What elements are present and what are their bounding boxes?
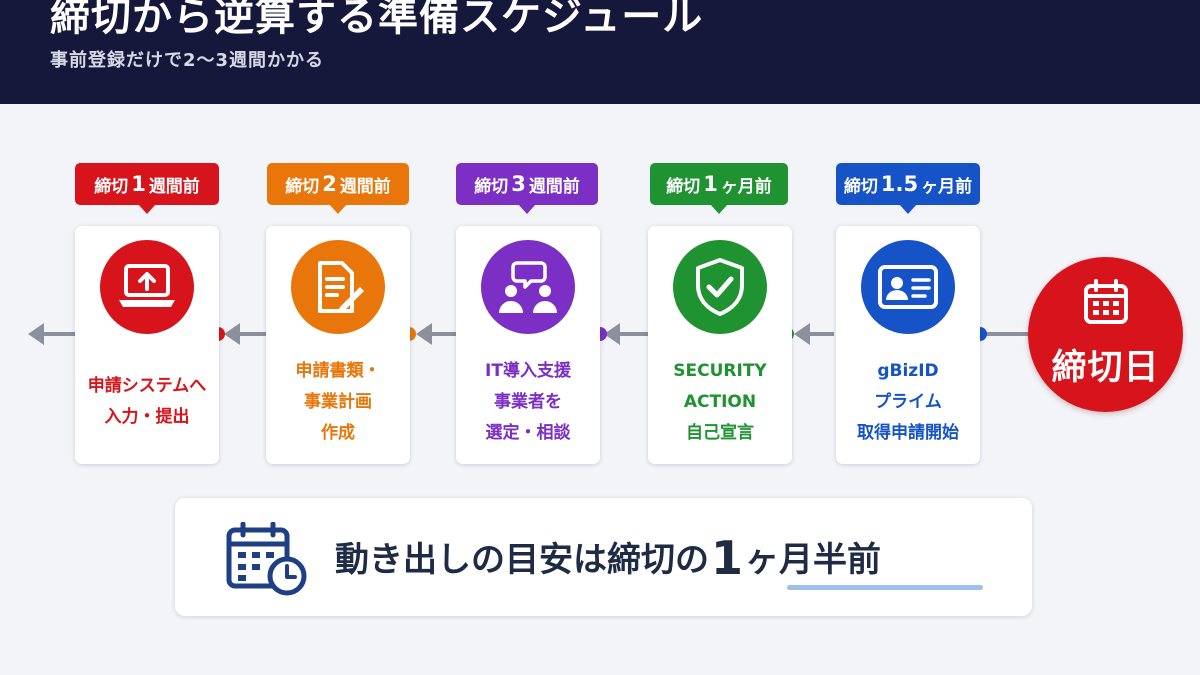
tag-text: 週間前: [339, 176, 391, 197]
timeline-segment: [40, 332, 76, 336]
summary-message: 動き出しの目安は締切の1ヶ月半前: [335, 528, 882, 585]
timeline-segment: [808, 332, 834, 336]
step-label-line: 事業者を: [494, 392, 562, 412]
tag-text: 締切: [94, 176, 129, 197]
tag-number: 1: [703, 172, 718, 196]
calendar-clock-icon: [225, 521, 309, 600]
summary-number: 1: [711, 531, 744, 585]
tag-text: ヶ月前: [921, 176, 973, 197]
step-label-line: 自己宣言: [686, 423, 754, 443]
timeline-segment: [618, 332, 648, 336]
step-label-line: 取得申請開始: [857, 423, 959, 443]
page-subtitle: 事前登録だけで2〜3週間かかる: [50, 50, 325, 71]
timeline-segment: [238, 332, 266, 336]
summary-text: 動き出しの目安は締切の: [335, 540, 709, 580]
highlight-underline: [787, 585, 983, 590]
arrow-left-icon: [28, 323, 44, 345]
step-label-line: 申請システムへ: [87, 376, 207, 396]
step-label-line: プライム: [874, 392, 942, 412]
timeline-segment: [430, 332, 456, 336]
tag-text: 締切: [474, 176, 509, 197]
shield-check-icon: [673, 240, 767, 334]
deadline-circle: 締切日: [1028, 257, 1183, 412]
step-label-line: SECURITY: [673, 361, 767, 381]
step-label-line: ACTION: [683, 392, 757, 412]
summary-box: 動き出しの目安は締切の1ヶ月半前: [175, 498, 1032, 616]
tag-number: 3: [511, 172, 526, 196]
step-card-gbizid: gBizID プライム 取得申請開始: [836, 226, 980, 464]
step-label-line: 作成: [321, 423, 355, 443]
tag-text: 締切: [843, 176, 878, 197]
calendar-icon: [1083, 279, 1129, 329]
timeline-segment: [986, 332, 1030, 336]
deadline-label: 締切日: [1051, 348, 1160, 388]
page-title: 締切から逆算する準備スケジュール: [50, 0, 704, 40]
arrow-left-icon: [604, 323, 620, 345]
step-label-line: 入力・提出: [104, 407, 190, 427]
consultation-people-icon: [481, 240, 575, 334]
tag-number: 1: [131, 172, 146, 196]
tag-text: 週間前: [148, 176, 200, 197]
step-label-line: 事業計画: [304, 392, 372, 412]
step-label-line: gBizID: [877, 361, 939, 381]
laptop-upload-icon: [100, 240, 194, 334]
step-label-line: 選定・相談: [485, 423, 571, 443]
step-card-security-action: SECURITY ACTION 自己宣言: [648, 226, 792, 464]
arrow-left-icon: [794, 323, 810, 345]
summary-text: ヶ月半前: [745, 540, 882, 580]
step-card-vendor: IT導入支援 事業者を 選定・相談: [456, 226, 600, 464]
tag-text: 締切: [285, 176, 320, 197]
arrow-left-icon: [416, 323, 432, 345]
header-banner: 締切から逆算する準備スケジュール 事前登録だけで2〜3週間かかる: [0, 0, 1200, 104]
tag-text: ヶ月前: [720, 176, 772, 197]
document-pen-icon: [291, 240, 385, 334]
tag-number: 2: [322, 172, 337, 196]
id-card-icon: [861, 240, 955, 334]
arrow-left-icon: [224, 323, 240, 345]
step-label-line: IT導入支援: [485, 361, 571, 381]
step-card-documents: 申請書類・ 事業計画 作成: [266, 226, 410, 464]
tag-text: 週間前: [528, 176, 580, 197]
step-card-submit: 申請システムへ 入力・提出: [75, 226, 219, 464]
tag-text: 締切: [666, 176, 701, 197]
tag-number: 1.5: [880, 172, 919, 196]
step-label-line: 申請書類・: [295, 361, 381, 381]
